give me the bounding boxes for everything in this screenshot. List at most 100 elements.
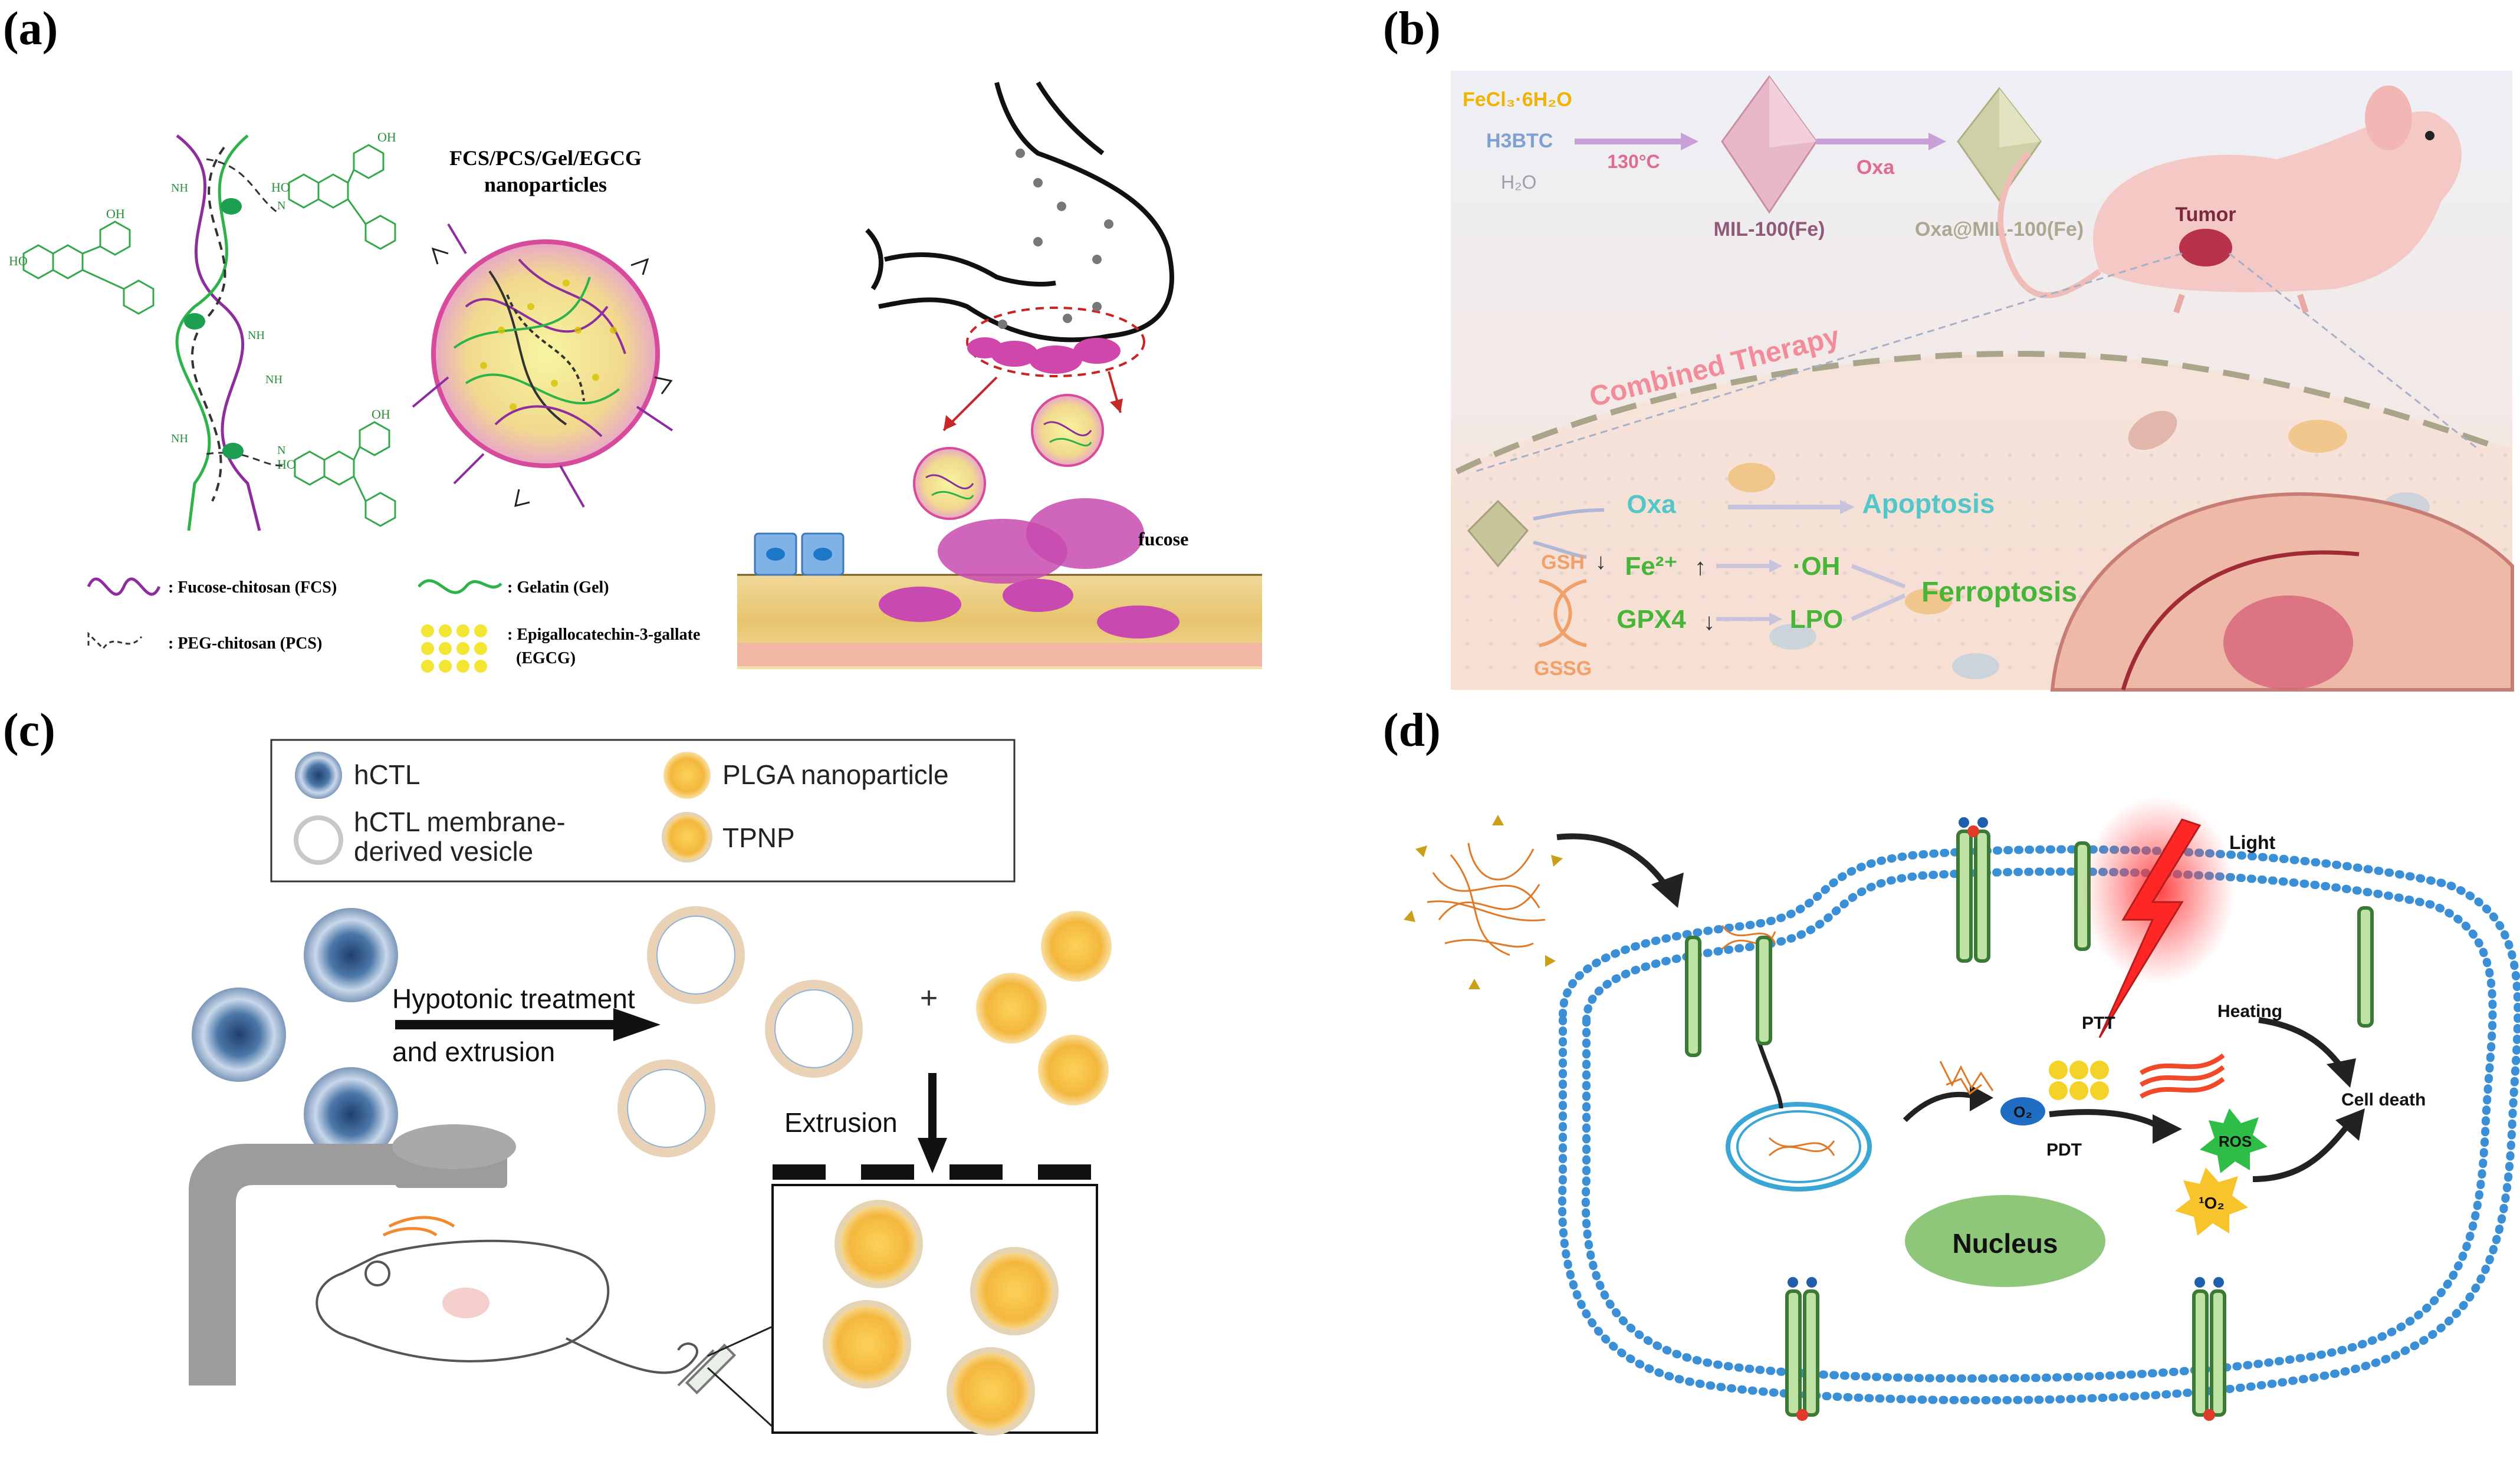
filter-membrane	[773, 1164, 1091, 1180]
panel-c: (c) hCTL PLGA nanoparticle hCTL membrane…	[3, 705, 1112, 1436]
tpnp-particles	[823, 1200, 1059, 1436]
ferroptosis-label: Ferroptosis	[1921, 577, 2077, 608]
legend-egcg-2: (EGCG)	[516, 649, 576, 667]
plus-sign: +	[920, 981, 938, 1015]
hypotonic-label: Hypotonic treatment	[392, 983, 635, 1014]
micelle-outside	[1404, 815, 1563, 989]
ros-burst-icon	[2200, 1108, 2268, 1173]
oxa-mil-crystal-small	[1467, 499, 1529, 568]
node-dots	[184, 198, 244, 459]
stomach-illustration	[865, 81, 1174, 432]
legend-egcg: : Epigallocatechin-3-gallate	[507, 626, 700, 644]
nucleus-label: Nucleus	[1953, 1228, 2058, 1259]
reagent-fecl3: FeCl₃·6H₂O	[1463, 88, 1572, 111]
nucleus	[1905, 1195, 2105, 1287]
released-polymer	[1939, 1061, 1994, 1095]
panel-b: (b) FeCl₃·6H₂O H3BTC H₂O 130°C Oxa MIL-1…	[1383, 3, 2514, 692]
egcg-structure-left	[22, 220, 155, 315]
mouse-illustration	[1997, 85, 2462, 314]
fcs-nanoparticle	[412, 223, 673, 508]
gpx4-arrow: ↓	[1703, 609, 1715, 635]
extrusion-label-1: and extrusion	[392, 1036, 555, 1067]
nh2-label: NH	[171, 182, 188, 195]
legend-plga: PLGA nanoparticle	[722, 759, 949, 790]
polymer-chains	[175, 134, 284, 531]
tpnp-icon	[662, 812, 712, 863]
ultrasound-device-icon	[189, 1124, 516, 1385]
oxygen-molecule-icon	[2000, 1097, 2045, 1125]
endosome-vesicle	[1726, 1102, 1872, 1192]
oh-label: OH	[377, 130, 396, 144]
heating-label: Heating	[2217, 1002, 2282, 1021]
legend-vesicle: hCTL membrane-	[354, 807, 566, 837]
egcg-structure-top	[288, 144, 396, 250]
panel-a-legend: : Fucose-chitosan (FCS) : Gelatin (Gel) …	[87, 577, 700, 673]
plga-nanoparticles	[976, 911, 1112, 1105]
gssg-label: GSSG	[1534, 657, 1592, 680]
legend-tpnp: TPNP	[722, 822, 795, 853]
n-label: N	[277, 199, 285, 212]
oxa-label: Oxa	[1627, 490, 1676, 519]
legend-fcs: : Fucose-chitosan (FCS)	[168, 578, 337, 597]
cell-organelles	[1728, 410, 2514, 692]
ptt-label: PTT	[2082, 1013, 2115, 1033]
mouse-line-drawing	[316, 1216, 698, 1374]
lightning-bolt-icon	[2098, 818, 2202, 1038]
green-wave-icon	[418, 579, 502, 594]
nh2-label: NH	[265, 373, 282, 386]
heating-waves-icon	[2139, 1053, 2225, 1099]
membrane-proteins	[1685, 830, 2374, 1417]
reagent-h2o: H₂O	[1501, 172, 1536, 193]
oxa-arrow-label: Oxa	[1857, 156, 1895, 179]
ho-label: HO	[277, 457, 296, 472]
hypotonic-arrow	[395, 1020, 619, 1029]
legend-gel: : Gelatin (Gel)	[507, 578, 609, 597]
panel-b-label: (b)	[1383, 3, 1441, 55]
nanoparticle-title-2: nanoparticles	[484, 173, 607, 196]
oh-label: OH	[372, 407, 390, 422]
panel-c-legend-box	[270, 739, 1016, 883]
dashed-wave-icon	[87, 631, 143, 650]
vesicle-icon	[294, 815, 343, 865]
lpo-label: LPO	[1790, 605, 1843, 634]
released-nanoparticles	[913, 394, 1104, 520]
gsh-gssg-cycle-icon	[1539, 579, 1587, 647]
light-label: Light	[2229, 832, 2276, 853]
fucose-label: fucose	[1138, 528, 1188, 549]
hctl-cell-icon	[295, 752, 342, 799]
egcg-structure-bottom	[294, 421, 396, 527]
mil100-crystal	[1721, 75, 1818, 214]
n-label: N	[277, 444, 285, 457]
legend-vesicle-2: derived vesicle	[354, 836, 533, 867]
cell-death-label: Cell death	[2341, 1090, 2426, 1110]
reagent-h3btc: H3BTC	[1486, 130, 1553, 152]
plga-np-icon	[663, 752, 711, 799]
legend-hctl: hCTL	[354, 759, 420, 790]
gpx4-label: GPX4	[1617, 605, 1686, 634]
intestinal-tissue	[737, 498, 1262, 669]
membrane-vesicles-inner	[627, 916, 853, 1148]
fe2-label: Fe²⁺	[1625, 552, 1677, 581]
mil100-label: MIL-100(Fe)	[1714, 218, 1825, 241]
nh2-label: NH	[248, 329, 265, 342]
oh-label: OH	[106, 206, 125, 221]
hctl-cells	[192, 908, 398, 1161]
apoptosis-label: Apoptosis	[1862, 488, 1995, 519]
ho-label: HO	[271, 180, 290, 195]
legend-pcs: : PEG-chitosan (PCS)	[168, 634, 322, 653]
fe2-arrow: ↑	[1694, 554, 1706, 580]
gsh-arrow: ↓	[1595, 549, 1606, 574]
ho-label: HO	[9, 254, 28, 268]
photosensitizer-dots	[2049, 1061, 2109, 1100]
panel-a: (a) OH HO OH	[3, 3, 1262, 673]
nh2-label: NH	[171, 432, 188, 445]
purple-wave-icon	[87, 577, 161, 596]
gsh-label: GSH	[1541, 551, 1585, 574]
ros-label: ROS	[2219, 1133, 2252, 1150]
temperature-label: 130°C	[1607, 151, 1660, 172]
singlet-oxygen-label: ¹O₂	[2199, 1194, 2225, 1212]
panel-d: (d)	[1383, 705, 2520, 1421]
nanoparticle-title: FCS/PCS/Gel/EGCG	[449, 146, 642, 170]
extrusion-arrow	[928, 1073, 937, 1144]
